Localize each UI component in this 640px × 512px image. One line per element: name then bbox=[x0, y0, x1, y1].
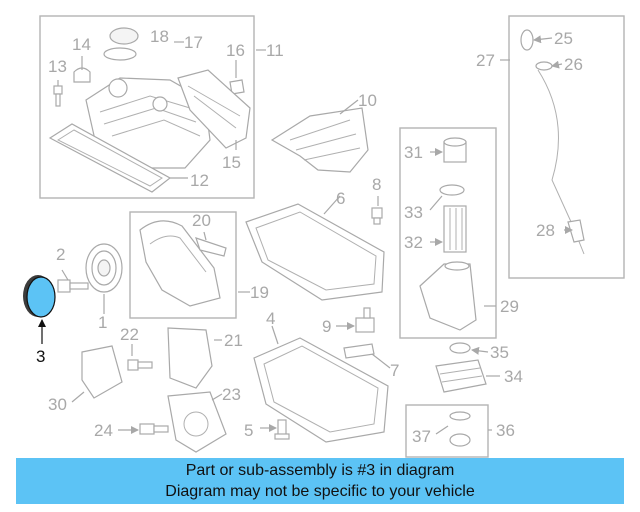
callout-33: 33 bbox=[404, 203, 423, 222]
part-3-seal bbox=[23, 275, 56, 318]
part-6-oil-pan bbox=[245, 203, 385, 301]
callout-8: 8 bbox=[372, 175, 381, 194]
part-32-filter bbox=[443, 205, 467, 253]
box-19 bbox=[129, 211, 237, 319]
banner-line-1: Part or sub-assembly is #3 in diagram bbox=[185, 462, 455, 479]
callout-18: 18 bbox=[150, 27, 169, 46]
part-33-oring bbox=[439, 184, 465, 196]
callout-6: 6 bbox=[336, 189, 345, 208]
callout-10: 10 bbox=[358, 91, 377, 110]
part-31-filter-cap bbox=[443, 137, 467, 163]
callout-16: 16 bbox=[226, 41, 245, 60]
part-24-bolt bbox=[139, 423, 169, 435]
part-26-seal bbox=[535, 61, 553, 71]
part-14-cap bbox=[73, 67, 91, 83]
part-7-gasket bbox=[343, 343, 375, 359]
banner-line-2: Diagram may not be specific to your vehi… bbox=[165, 483, 475, 500]
callout-2: 2 bbox=[56, 245, 65, 264]
part-15-pcv bbox=[177, 69, 251, 149]
callout-26: 26 bbox=[564, 55, 583, 74]
part-35-oring bbox=[449, 342, 471, 354]
callout-4: 4 bbox=[266, 309, 275, 328]
part-34-cooler bbox=[435, 359, 487, 393]
part-5-bolt bbox=[274, 419, 290, 440]
callout-34: 34 bbox=[504, 367, 523, 386]
callout-7: 7 bbox=[390, 361, 399, 380]
callout-labels: 1 2 3 4 5 6 7 8 9 10 11 12 13 14 15 16 1… bbox=[36, 27, 583, 446]
leader-lines bbox=[38, 35, 573, 435]
callout-5: 5 bbox=[244, 421, 253, 440]
box-27 bbox=[508, 15, 625, 279]
callout-14: 14 bbox=[72, 35, 91, 54]
part-16-breather bbox=[229, 79, 245, 95]
callout-30: 30 bbox=[48, 395, 67, 414]
part-10-intake bbox=[270, 107, 369, 173]
box-11 bbox=[39, 15, 255, 199]
part-8-plug bbox=[371, 207, 383, 225]
callout-24: 24 bbox=[94, 421, 113, 440]
callout-9: 9 bbox=[322, 317, 331, 336]
part-25-dipstick-handle bbox=[520, 29, 534, 51]
callout-22: 22 bbox=[120, 325, 139, 344]
callout-27: 27 bbox=[476, 51, 495, 70]
part-37-seal-a bbox=[449, 411, 471, 421]
cylinder-head-cover bbox=[85, 77, 211, 169]
part-18-oil-cap bbox=[103, 27, 139, 61]
callout-19: 19 bbox=[250, 283, 269, 302]
part-29-housing bbox=[419, 263, 477, 331]
callout-11: 11 bbox=[266, 41, 284, 60]
callout-29: 29 bbox=[500, 297, 519, 316]
callout-12: 12 bbox=[190, 171, 209, 190]
callout-17: 17 bbox=[184, 33, 203, 52]
callout-35: 35 bbox=[490, 343, 509, 362]
part-28-guide bbox=[567, 219, 585, 243]
callout-3: 3 bbox=[36, 347, 45, 366]
part-23-shield bbox=[167, 391, 227, 453]
callout-15: 15 bbox=[222, 153, 241, 172]
part-19-timing-cover bbox=[139, 220, 221, 307]
callout-23: 23 bbox=[222, 385, 241, 404]
box-36 bbox=[405, 404, 489, 458]
callout-28: 28 bbox=[536, 221, 555, 240]
box-29 bbox=[399, 127, 497, 339]
callout-1: 1 bbox=[98, 313, 107, 332]
callout-20: 20 bbox=[192, 211, 211, 230]
callout-21: 21 bbox=[224, 331, 243, 350]
callout-13: 13 bbox=[48, 57, 67, 76]
part-13-bolt bbox=[53, 85, 63, 107]
part-20-clip bbox=[195, 237, 227, 257]
part-2-bolt bbox=[57, 279, 89, 293]
part-30-bracket bbox=[81, 345, 123, 399]
part-22-bolt bbox=[127, 359, 153, 371]
part-37-seal-b bbox=[449, 433, 471, 447]
part-21-bracket bbox=[167, 327, 213, 389]
info-banner: Part or sub-assembly is #3 in diagram Di… bbox=[16, 458, 624, 504]
callout-37: 37 bbox=[412, 427, 431, 446]
callout-32: 32 bbox=[404, 233, 423, 252]
part-4-lower-pan bbox=[253, 337, 389, 443]
callout-36: 36 bbox=[496, 421, 515, 440]
part-1-pulley bbox=[85, 243, 123, 293]
callout-25: 25 bbox=[554, 29, 573, 48]
part-27-dipstick bbox=[537, 69, 585, 255]
part-9-sensor bbox=[355, 307, 375, 333]
callout-31: 31 bbox=[404, 143, 423, 162]
